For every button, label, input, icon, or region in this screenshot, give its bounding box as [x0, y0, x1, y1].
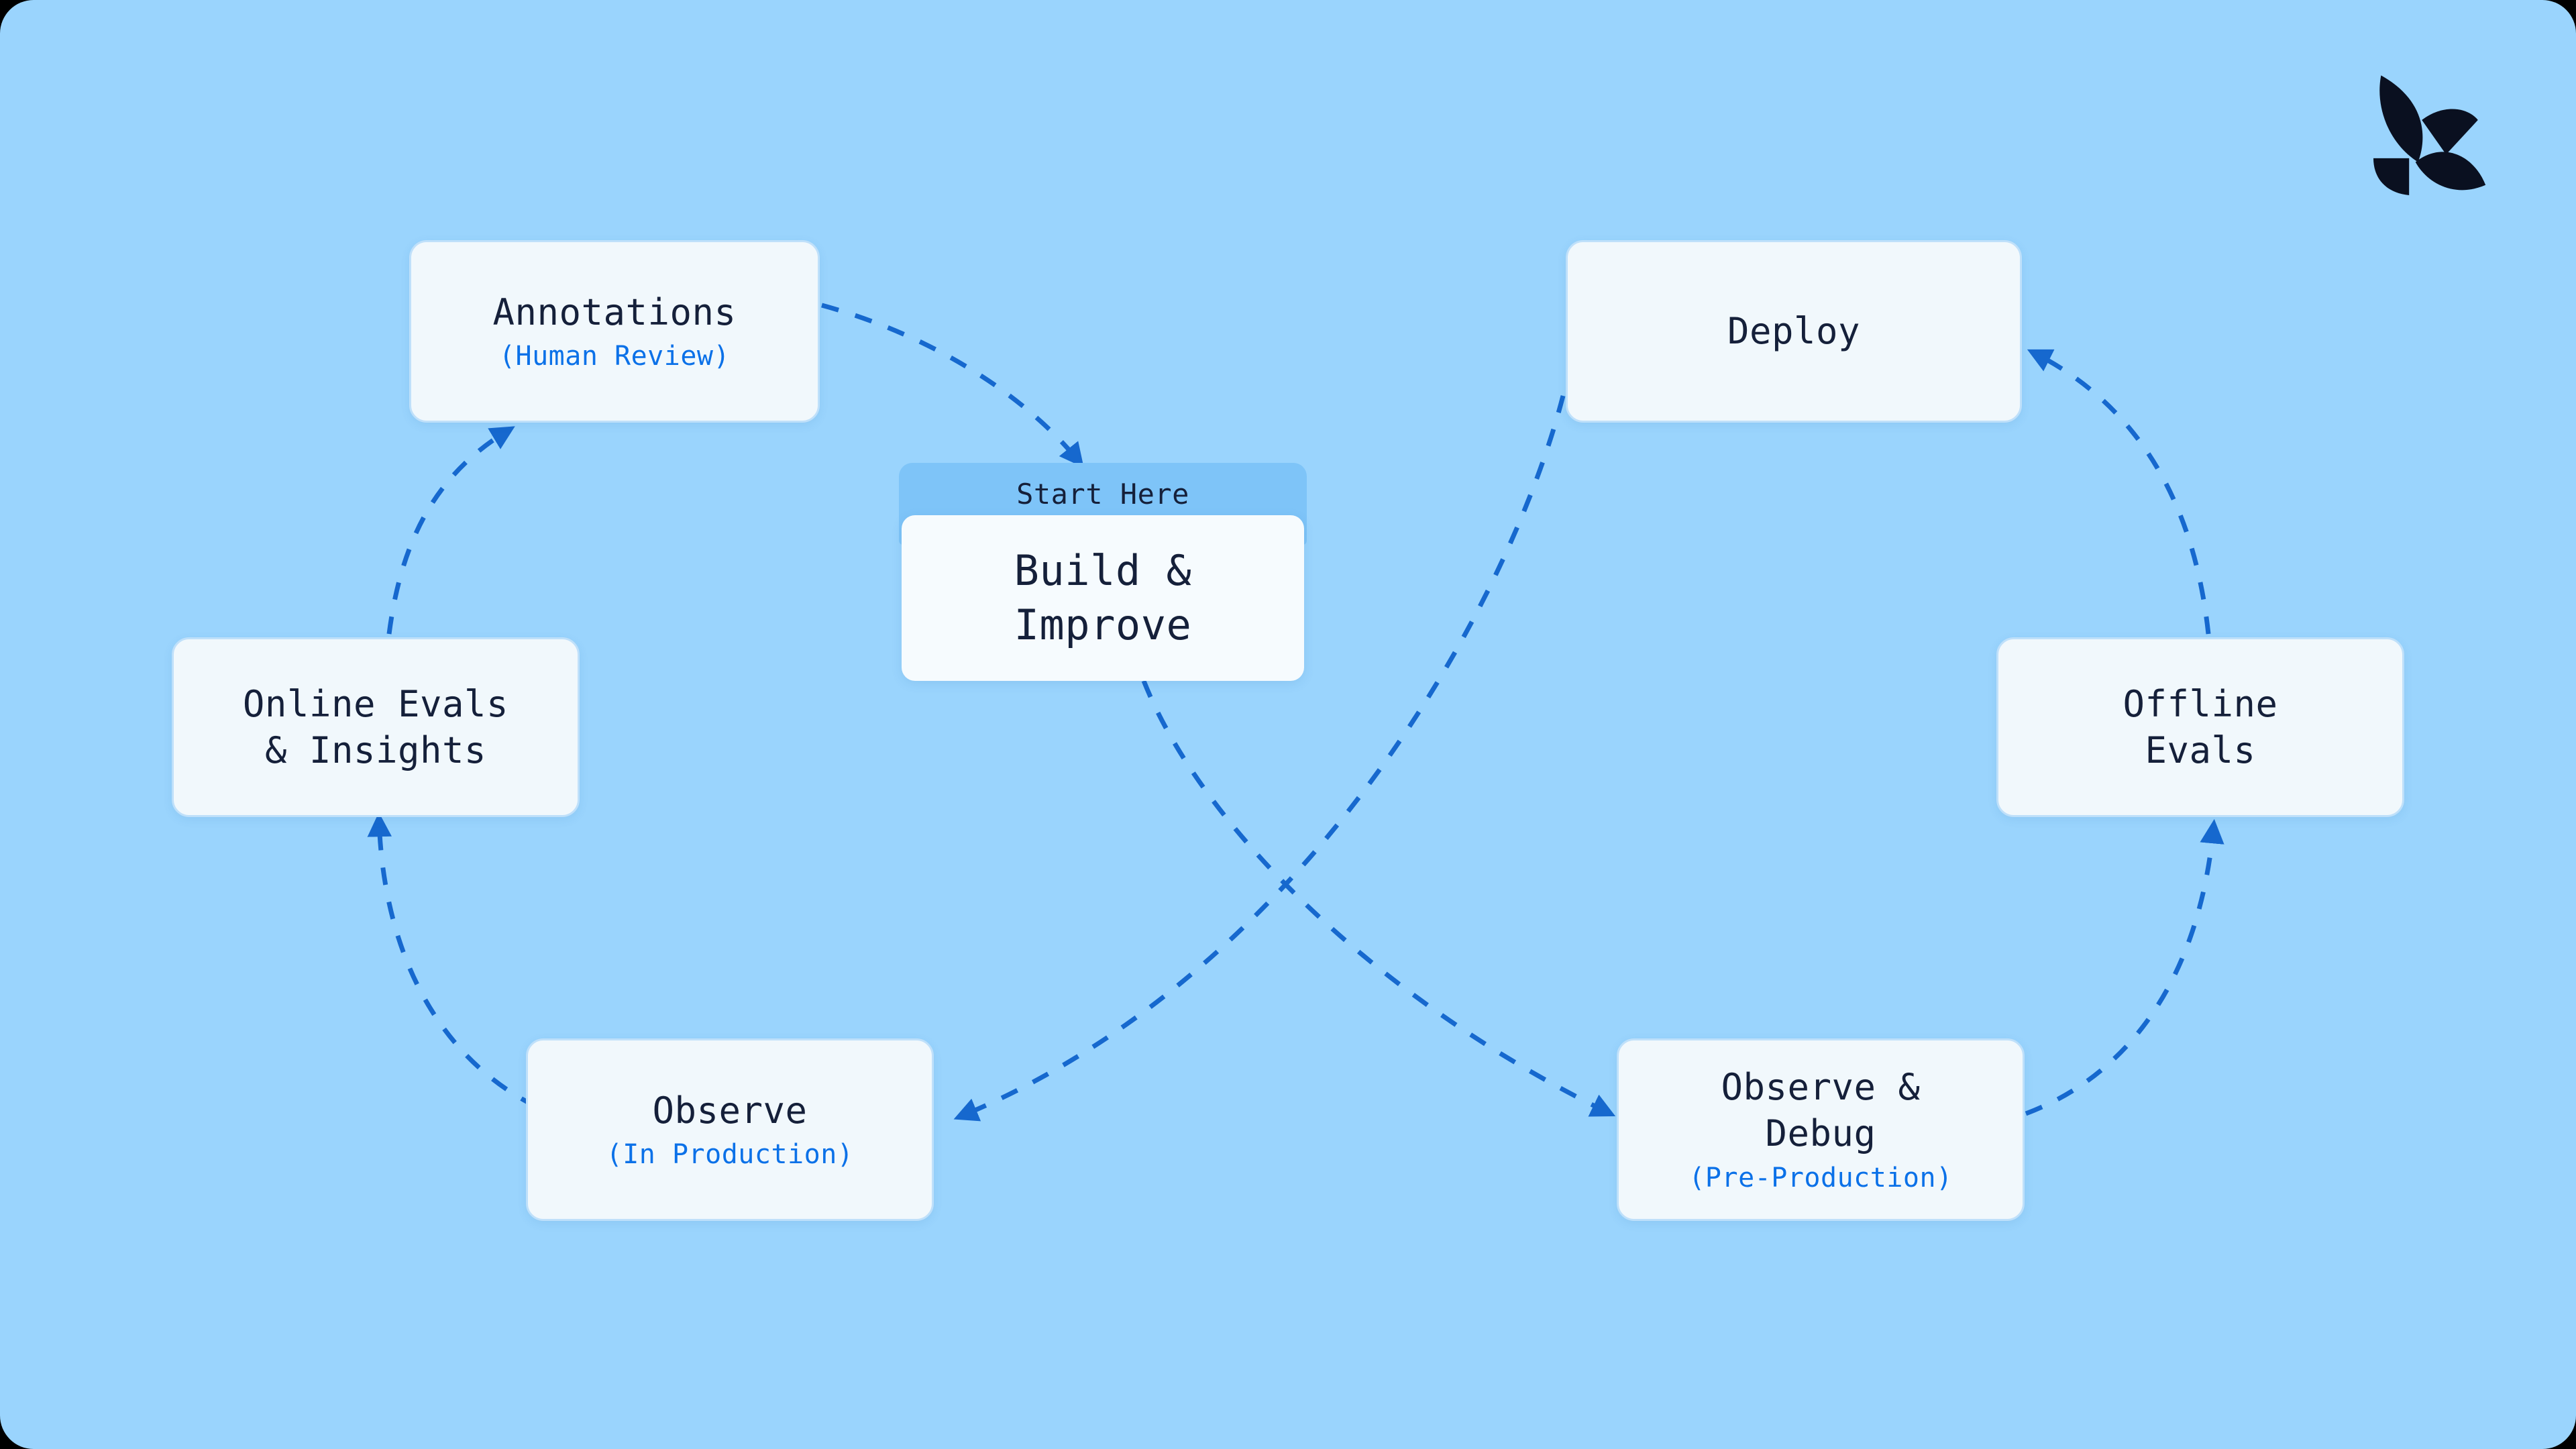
logo-petal-lower-right: [2415, 152, 2486, 191]
node-observe-debug-subtitle: (Pre-Production): [1688, 1162, 1953, 1193]
node-observe-debug-title: Observe & Debug: [1721, 1066, 1921, 1155]
node-deploy-title: Deploy: [1727, 310, 1861, 353]
node-observe-production[interactable]: Observe (In Production): [526, 1038, 934, 1221]
node-annotations-title: Annotations: [492, 290, 737, 333]
logo-petal-upper-left: [2379, 75, 2423, 162]
logo-petal-upper-right: [2422, 109, 2478, 155]
node-annotations[interactable]: Annotations (Human Review): [409, 240, 820, 423]
node-observe-production-subtitle: (In Production): [606, 1138, 854, 1170]
edge-offline-evals-to-deploy: [2027, 349, 2211, 635]
node-deploy[interactable]: Deploy: [1566, 240, 2022, 423]
build-improve-card[interactable]: Build & Improve: [902, 515, 1304, 681]
build-improve-title: Build & Improve: [1014, 545, 1192, 649]
edge-observe-prod-to-online-evals: [367, 812, 538, 1110]
node-observe-production-title: Observe: [652, 1089, 808, 1132]
node-offline-evals[interactable]: Offline Evals: [1996, 637, 2404, 817]
edge-annotations-to-build: [821, 303, 1084, 468]
edge-observe-debug-to-offline-evals: [2025, 818, 2224, 1116]
node-build-improve[interactable]: Start Here Build & Improve: [899, 463, 1307, 681]
node-offline-evals-title: Offline Evals: [2123, 682, 2278, 771]
node-observe-debug[interactable]: Observe & Debug (Pre-Production): [1617, 1038, 2025, 1221]
node-online-evals-title: Online Evals & Insights: [242, 682, 509, 771]
edge-build-to-observe-debug: [1141, 680, 1616, 1117]
braintrust-logo: [2373, 75, 2486, 195]
logo-petal-lower-left: [2373, 158, 2410, 195]
node-annotations-subtitle: (Human Review): [498, 340, 731, 372]
node-online-evals[interactable]: Online Evals & Insights: [172, 637, 580, 817]
start-here-label: Start Here: [1016, 478, 1189, 511]
edge-online-evals-to-annotations: [386, 426, 515, 635]
